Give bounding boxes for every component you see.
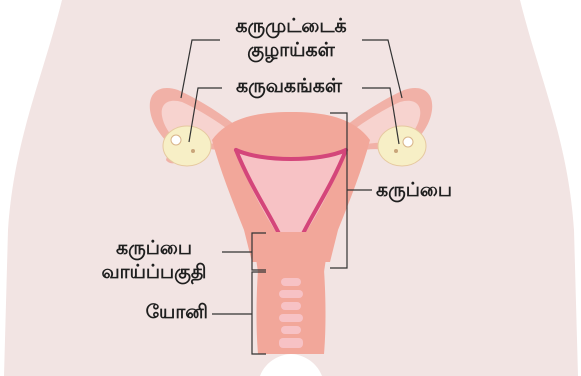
fallopian-tubes-label: கருமுட்டைக் குழாய்கள் xyxy=(222,14,360,62)
vaginal-opening xyxy=(263,362,319,376)
cervix-label-line1: கருப்பை xyxy=(90,236,218,260)
right-ovary xyxy=(378,126,426,166)
ovaries-label: கருவகங்கள் xyxy=(214,74,364,98)
vagina-label: யோனி xyxy=(110,300,208,324)
cervix-label-line2: வாய்ப்பகுதி xyxy=(90,260,218,284)
cervix-label: கருப்பை வாய்ப்பகுதி xyxy=(90,236,218,284)
fallopian-tubes-label-line2: குழாய்கள் xyxy=(222,38,360,62)
left-ovary xyxy=(163,126,211,166)
cervix xyxy=(252,232,330,272)
fallopian-tubes-label-line1: கருமுட்டைக் xyxy=(222,14,360,38)
uterus-label: கருப்பை xyxy=(376,178,452,202)
